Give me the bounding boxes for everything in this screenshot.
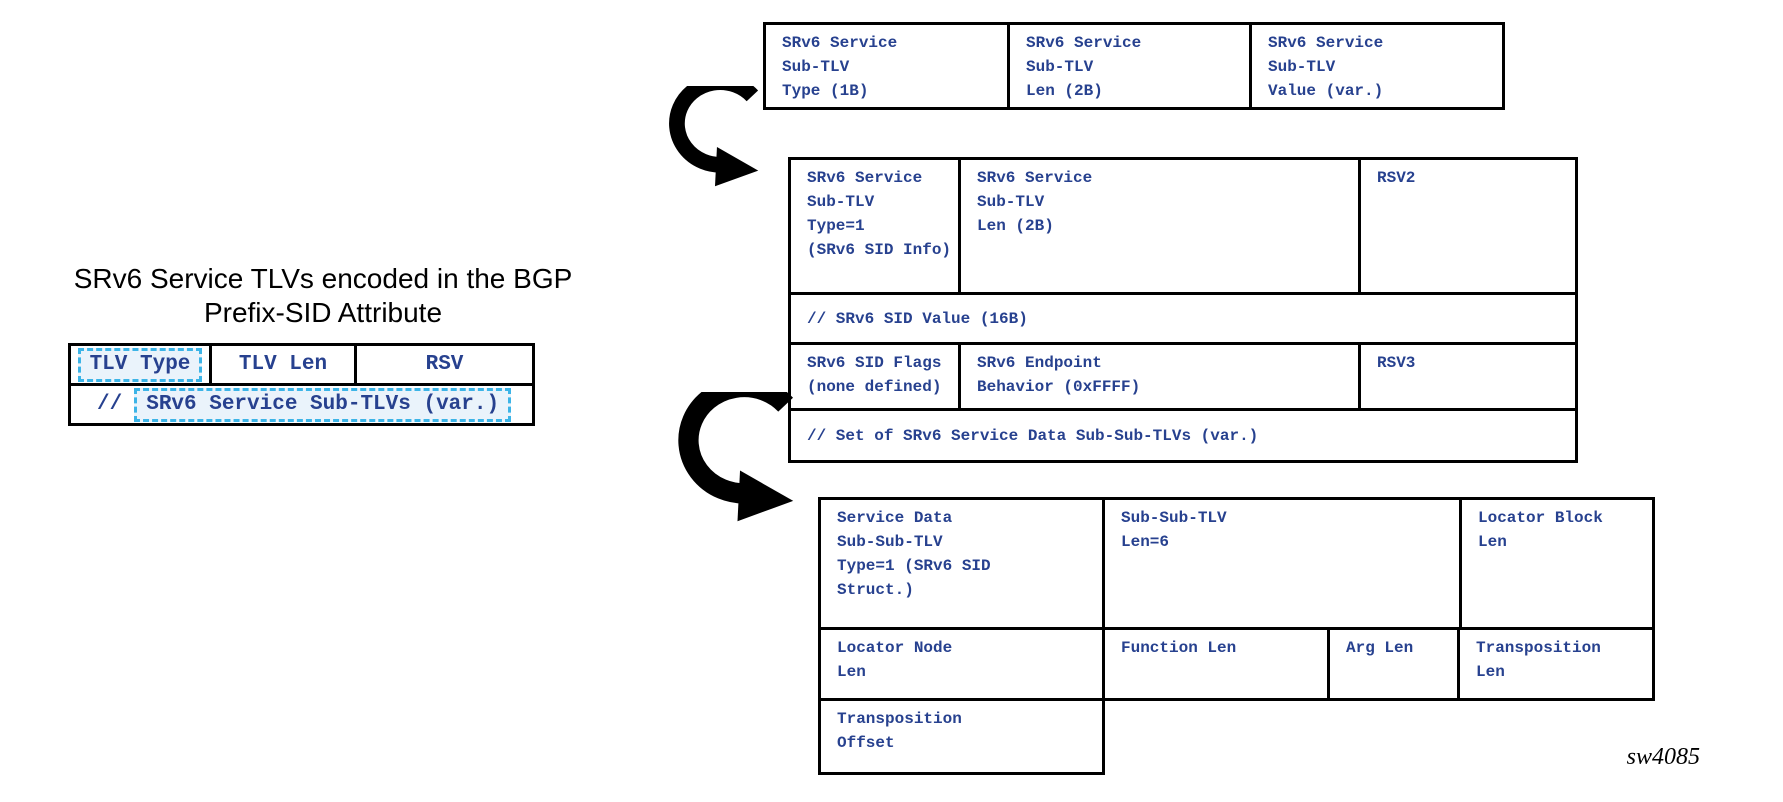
sid-info-row-3: SRv6 SID Flags (none defined) SRv6 Endpo… [788, 342, 1578, 411]
sid-info-type-cell: SRv6 Service Sub-TLV Type=1 (SRv6 SID In… [791, 160, 961, 292]
function-len-cell: Function Len [1105, 630, 1330, 698]
transposition-len-cell: Transposition Len [1476, 639, 1601, 681]
tlv-type-label: TLV Type [89, 352, 191, 376]
sub-tlv-len-cell: SRv6 Service Sub-TLV Len (2B) [1010, 25, 1252, 107]
bgp-prefix-sid-tlv-table: TLV Type TLV Len RSV // SRv6 Service Sub… [68, 343, 535, 426]
sid-value-cell: // SRv6 SID Value (16B) [807, 309, 1028, 328]
sid-structure-row-2: Locator Node Len Function Len Arg Len Tr… [818, 627, 1655, 701]
locator-block-len-cell: Locator Block Len [1478, 509, 1603, 551]
sub-tlv-type-cell: SRv6 Service Sub-TLV Type (1B) [766, 25, 1010, 107]
rsv3-cell: RSV3 [1377, 354, 1416, 372]
sub-tlvs-label: SRv6 Service Sub-TLVs (var.) [146, 392, 500, 416]
figure-id: sw4085 [1626, 744, 1700, 770]
sub-tlv-value-cell: SRv6 Service Sub-TLV Value (var.) [1268, 34, 1384, 100]
tlv-table-row-1: TLV Type TLV Len RSV [68, 343, 535, 386]
diagram-title: SRv6 Service TLVs encoded in the BGP Pre… [38, 262, 608, 330]
tlv-len-cell: TLV Len [212, 346, 357, 383]
tlv-table-row-2: // SRv6 Service Sub-TLVs (var.) [68, 383, 535, 426]
srv6-sid-structure-table: Service Data Sub-Sub-TLV Type=1 (SRv6 SI… [818, 497, 1655, 775]
sub-tlv-table-row: SRv6 Service Sub-TLV Type (1B) SRv6 Serv… [763, 22, 1505, 110]
sub-sub-tlvs-set-cell: // Set of SRv6 Service Data Sub-Sub-TLVs… [807, 426, 1259, 445]
title-line-2: Prefix-SID Attribute [203, 297, 443, 328]
srv6-service-sub-tlv-table: SRv6 Service Sub-TLV Type (1B) SRv6 Serv… [763, 22, 1505, 110]
sid-info-row-1: SRv6 Service Sub-TLV Type=1 (SRv6 SID In… [788, 157, 1578, 295]
tlv-type-highlight-box: TLV Type [77, 347, 203, 382]
sid-info-row-2: // SRv6 SID Value (16B) [788, 292, 1578, 345]
curved-arrow-icon [669, 86, 759, 187]
sub-tlvs-prefix: // [97, 392, 123, 416]
curved-arrow-icon [678, 392, 794, 522]
service-data-type-cell: Service Data Sub-Sub-TLV Type=1 (SRv6 SI… [821, 500, 1105, 627]
sid-flags-cell: SRv6 SID Flags (none defined) [791, 345, 961, 408]
rsv2-cell: RSV2 [1377, 169, 1416, 187]
tlv-type-cell: TLV Type [71, 346, 212, 383]
sid-info-len-cell: SRv6 Service Sub-TLV Len (2B) [961, 160, 1361, 292]
tlv-len-label: TLV Len [238, 352, 328, 376]
title-line-1: SRv6 Service TLVs encoded in the BGP [73, 263, 573, 294]
sub-tlvs-highlight-box: SRv6 Service Sub-TLVs (var.) [134, 387, 512, 422]
rsv-label: RSV [425, 352, 464, 376]
sub-sub-tlv-len-cell: Sub-Sub-TLV Len=6 [1105, 500, 1462, 627]
transposition-offset-cell: Transposition Offset [837, 710, 962, 752]
sid-info-row-4: // Set of SRv6 Service Data Sub-Sub-TLVs… [788, 408, 1578, 463]
locator-node-len-cell: Locator Node Len [821, 630, 1105, 698]
endpoint-behavior-cell: SRv6 Endpoint Behavior (0xFFFF) [961, 345, 1361, 408]
rsv-cell: RSV [357, 346, 532, 383]
sid-structure-row-1: Service Data Sub-Sub-TLV Type=1 (SRv6 SI… [818, 497, 1655, 630]
sid-structure-row-3: Transposition Offset [818, 698, 1105, 775]
srv6-sid-info-sub-tlv-table: SRv6 Service Sub-TLV Type=1 (SRv6 SID In… [788, 157, 1578, 463]
service-sub-tlvs-cell: // SRv6 Service Sub-TLVs (var.) [71, 386, 532, 423]
arg-len-cell: Arg Len [1330, 630, 1460, 698]
